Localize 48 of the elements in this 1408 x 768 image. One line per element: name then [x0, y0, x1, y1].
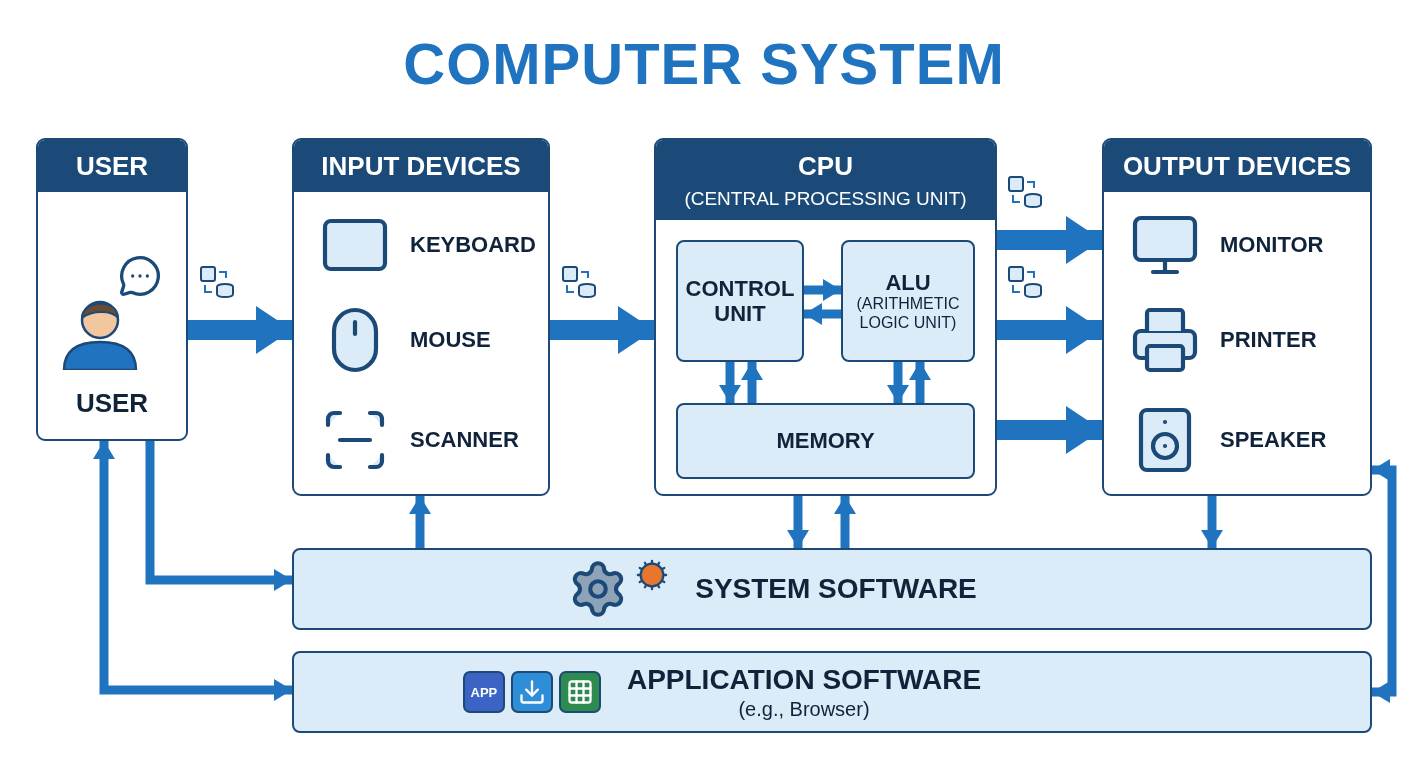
panel-heading: OUTPUT DEVICES [1122, 150, 1352, 182]
arrow [997, 306, 1102, 354]
device-label: SPEAKER [1220, 427, 1327, 453]
device-panel [292, 138, 550, 496]
unit-label: MEMORY [776, 428, 875, 454]
device-label: SCANNER [410, 427, 519, 453]
arrow [804, 279, 841, 301]
arrow [787, 496, 809, 548]
device-label: KEYBOARD [410, 232, 536, 258]
user-panel [36, 138, 188, 441]
unit-box [676, 403, 975, 479]
arrow [1372, 459, 1397, 703]
unit-box [841, 240, 975, 362]
panel-subheading: (CENTRAL PROCESSING UNIT) [684, 187, 967, 210]
arrow [997, 216, 1102, 264]
arrow [188, 306, 292, 354]
panel-heading: USER [75, 150, 149, 182]
device-label: MONITOR [1220, 232, 1324, 258]
diagram-title: COMPUTER SYSTEM [402, 30, 1006, 97]
arrow [834, 496, 856, 548]
unit-sublabel: (ARITHMETIC LOGIC UNIT) [855, 295, 961, 333]
arrow [719, 362, 741, 403]
device-panel [1102, 138, 1372, 496]
device-panel [654, 138, 997, 496]
arrow [145, 441, 292, 591]
arrow [1201, 496, 1223, 548]
band-subheading: (e.g., Browser) [738, 697, 870, 721]
unit-box [676, 240, 804, 362]
user-label: USER [74, 388, 150, 419]
unit-label: CONTROL UNIT [684, 275, 796, 327]
arrow [93, 441, 292, 701]
panel-heading: INPUT DEVICES [321, 150, 521, 182]
arrow [909, 362, 931, 403]
arrow [409, 496, 431, 548]
arrow [997, 406, 1102, 454]
software-band [292, 548, 1372, 630]
arrow [741, 362, 763, 403]
device-label: PRINTER [1220, 327, 1317, 353]
arrow [550, 306, 654, 354]
arrow [887, 362, 909, 403]
software-band [292, 651, 1372, 733]
unit-label: ALU [885, 269, 931, 296]
panel-heading: CPU [798, 150, 853, 182]
app-badge: APP [462, 671, 505, 713]
band-heading: SYSTEM SOFTWARE [695, 573, 977, 605]
arrow [804, 303, 841, 325]
band-heading: APPLICATION SOFTWARE [626, 663, 982, 696]
device-label: MOUSE [410, 327, 491, 353]
